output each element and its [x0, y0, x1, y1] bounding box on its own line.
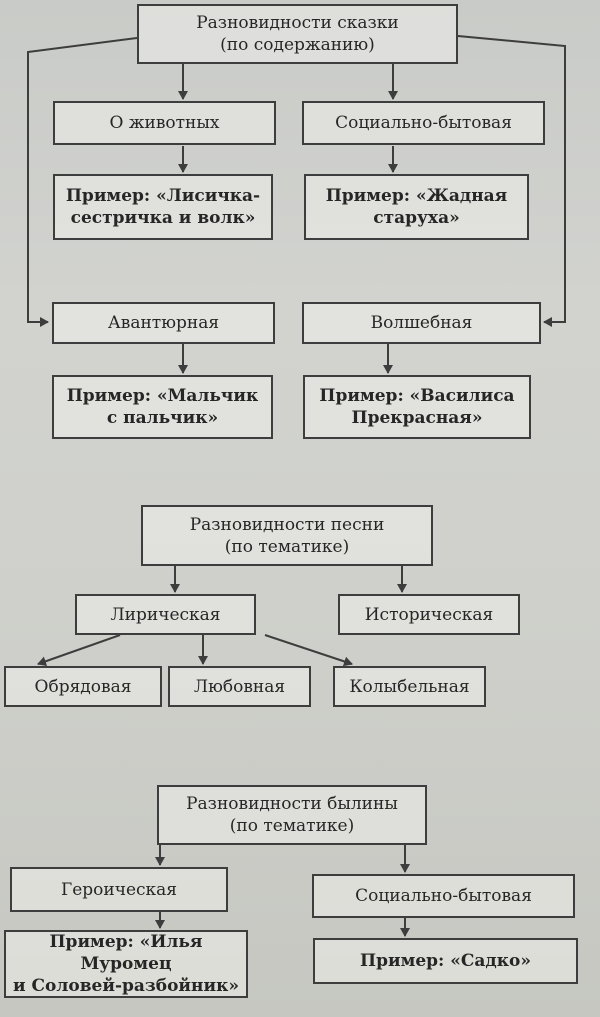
- bylina-root-title: Разновидности былины: [186, 794, 398, 814]
- tale-root-title: Разновидности сказки: [196, 13, 399, 33]
- bylina-heroic-example-line1: Пример: «Илья Муромец: [49, 932, 203, 974]
- tale-social-label: Социально-бытовая: [335, 113, 512, 133]
- song-lullaby-box: Колыбельная: [333, 666, 486, 707]
- bylina-social-example-box: Пример: «Садко»: [313, 938, 578, 984]
- tale-magic-box: Волшебная: [302, 302, 541, 344]
- song-ritual-box: Обрядовая: [4, 666, 162, 707]
- song-ritual-label: Обрядовая: [34, 676, 132, 697]
- bylina-heroic-box: Героическая: [10, 867, 228, 912]
- song-love-box: Любовная: [168, 666, 311, 707]
- bylina-heroic-label: Героическая: [60, 879, 178, 900]
- bylina-social-box: Социально-бытовая: [312, 874, 575, 918]
- bylina-social-example-label: Пример: «Садко»: [360, 951, 531, 971]
- tale-root-subtitle: (по содержанию): [220, 35, 375, 55]
- tale-adventure-label: Авантюрная: [107, 313, 220, 333]
- tale-magic-example-line2: Прекрасная»: [351, 408, 483, 428]
- tale-magic-label: Волшебная: [370, 313, 473, 333]
- bylina-heroic-example-line2: и Соловей-разбойник»: [12, 976, 239, 996]
- song-lyrical-label: Лирическая: [110, 604, 221, 625]
- arrow-lyrical-to-lullaby: [264, 634, 353, 667]
- bylina-social-label: Социально-бытовая: [355, 886, 532, 906]
- tale-magic-example-line1: Пример: «Василиса: [319, 386, 515, 406]
- tale-adventure-example-line1: Пример: «Мальчик: [66, 386, 259, 406]
- song-lullaby-label: Колыбельная: [349, 676, 470, 697]
- tale-animals-box: О животных: [53, 101, 276, 145]
- tale-root-box: Разновидности сказки(по содержанию): [137, 4, 458, 64]
- tale-animals-example-line1: Пример: «Лисичка-: [65, 186, 261, 206]
- tale-adventure-box: Авантюрная: [52, 302, 275, 344]
- arrow-tale-to-adventure: [27, 37, 138, 327]
- bylina-root-box: Разновидности былины(по тематике): [157, 785, 427, 845]
- song-historical-box: Историческая: [338, 594, 520, 635]
- tale-social-example-line2: старуха»: [373, 208, 460, 228]
- arrow-lyrical-to-ritual: [37, 634, 121, 667]
- tale-social-box: Социально-бытовая: [302, 101, 545, 145]
- song-lyrical-box: Лирическая: [75, 594, 256, 635]
- tale-adventure-example-line2: с пальчик»: [106, 408, 219, 428]
- bylina-root-subtitle: (по тематике): [229, 816, 355, 836]
- song-root-title: Разновидности песни: [189, 514, 385, 535]
- tale-animals-label: О животных: [109, 113, 220, 133]
- song-root-subtitle: (по тематике): [224, 536, 350, 557]
- arrow-tale-to-magic: [457, 35, 566, 327]
- tale-social-example-line1: Пример: «Жадная: [325, 186, 508, 206]
- song-love-label: Любовная: [193, 676, 286, 697]
- tale-animals-example-line2: сестричка и волк»: [70, 208, 256, 228]
- song-historical-label: Историческая: [364, 604, 494, 625]
- song-root-box: Разновидности песни(по тематике): [141, 505, 433, 566]
- tale-animals-example-box: Пример: «Лисичка-сестричка и волк»: [53, 174, 273, 240]
